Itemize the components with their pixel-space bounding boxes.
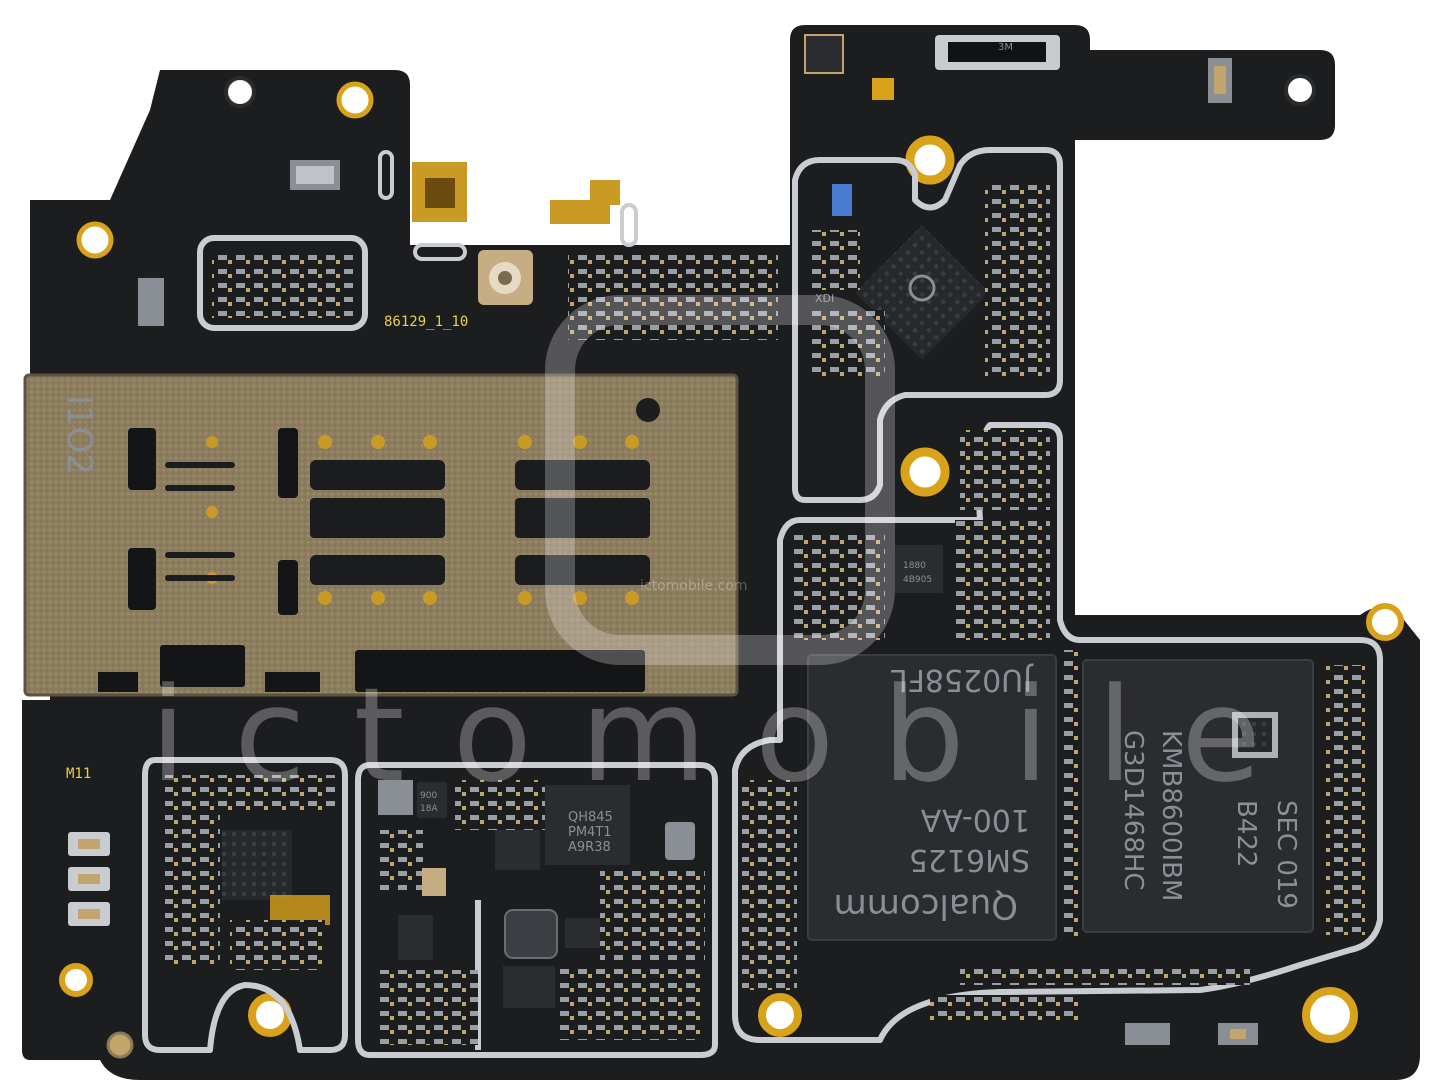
sim-tray-label: I1O2 <box>59 395 99 475</box>
xd-label: XDI <box>815 292 834 305</box>
board-part-number: 86129_1_10 <box>384 314 468 330</box>
connector-label: 3M <box>998 42 1013 53</box>
bottom-left-module <box>68 775 335 970</box>
shield-frames <box>142 147 1383 1058</box>
pmic-line3: A9R38 <box>568 840 611 855</box>
sim-contact-grid-right <box>206 435 639 605</box>
top-left-components <box>138 150 778 340</box>
memory-chip: G3D1468HC KMB8600IBM B422 SEC 019 <box>1082 659 1314 933</box>
soc-brand: Qualcomm <box>834 886 1018 926</box>
sim-tray: I1O2 <box>23 373 739 697</box>
pmic-line2: PM4T1 <box>568 825 612 840</box>
board-marker: M11 <box>66 766 91 782</box>
memory-line3: B422 <box>1231 800 1261 867</box>
small-chip-line1: 1880 <box>903 561 926 571</box>
small-chip2-line2: 18A <box>420 804 438 814</box>
memory-line2: KMB8600IBM <box>1156 730 1186 901</box>
mounting-holes <box>59 74 1404 1059</box>
soc-chip: JU0258FL 100-AA SM6125 Qualcomm <box>807 654 1057 941</box>
soc-line2: 100-AA <box>920 802 1030 837</box>
memory-line4: SEC 019 <box>1271 800 1301 909</box>
pmic-line1: QH845 <box>568 810 613 825</box>
top-right-components: 3M XDI <box>804 34 1232 510</box>
watermark-sub: ictomobile.com <box>640 578 747 594</box>
memory-line1: G3D1468HC <box>1118 730 1148 891</box>
small-chip2-line1: 900 <box>420 791 437 801</box>
bottom-middle-module: 900 18A QH845 PM4T1 A9R38 <box>378 780 705 1045</box>
mid-components: 1880 4B905 <box>742 520 1365 1045</box>
soc-line3: SM6125 <box>909 842 1030 877</box>
sim-contact-grid-left <box>318 435 437 605</box>
watermark-text: ictomobile <box>150 659 1309 811</box>
small-chip-line2: 4B905 <box>903 575 932 585</box>
soc-line1: JU0258FL <box>891 662 1034 697</box>
watermark: ictomobile.com ictomobile <box>150 295 1309 811</box>
